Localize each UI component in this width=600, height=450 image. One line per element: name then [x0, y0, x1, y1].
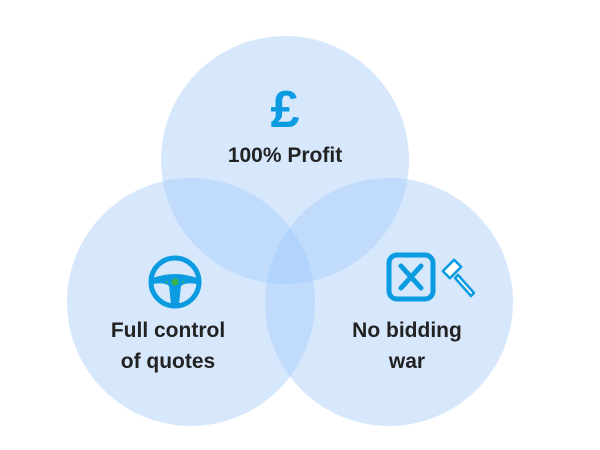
- profit-label: 100% Profit: [227, 144, 343, 167]
- bidding-label-line1: No bidding: [352, 319, 462, 342]
- venn-circle-right: [265, 178, 513, 426]
- steering-wheel-icon: [148, 255, 202, 309]
- control-label: Full control of quotes: [68, 315, 268, 377]
- venn-circle-top: [161, 36, 409, 284]
- gavel-icon: [441, 258, 476, 298]
- bidding-label-line2: war: [388, 350, 426, 373]
- control-label-line2: of quotes: [120, 350, 216, 373]
- bidding-label: No bidding war: [307, 315, 507, 377]
- cross-box-icon: [386, 252, 436, 302]
- control-label-line1: Full control: [110, 319, 226, 342]
- pound-sterling-icon: £: [270, 81, 300, 139]
